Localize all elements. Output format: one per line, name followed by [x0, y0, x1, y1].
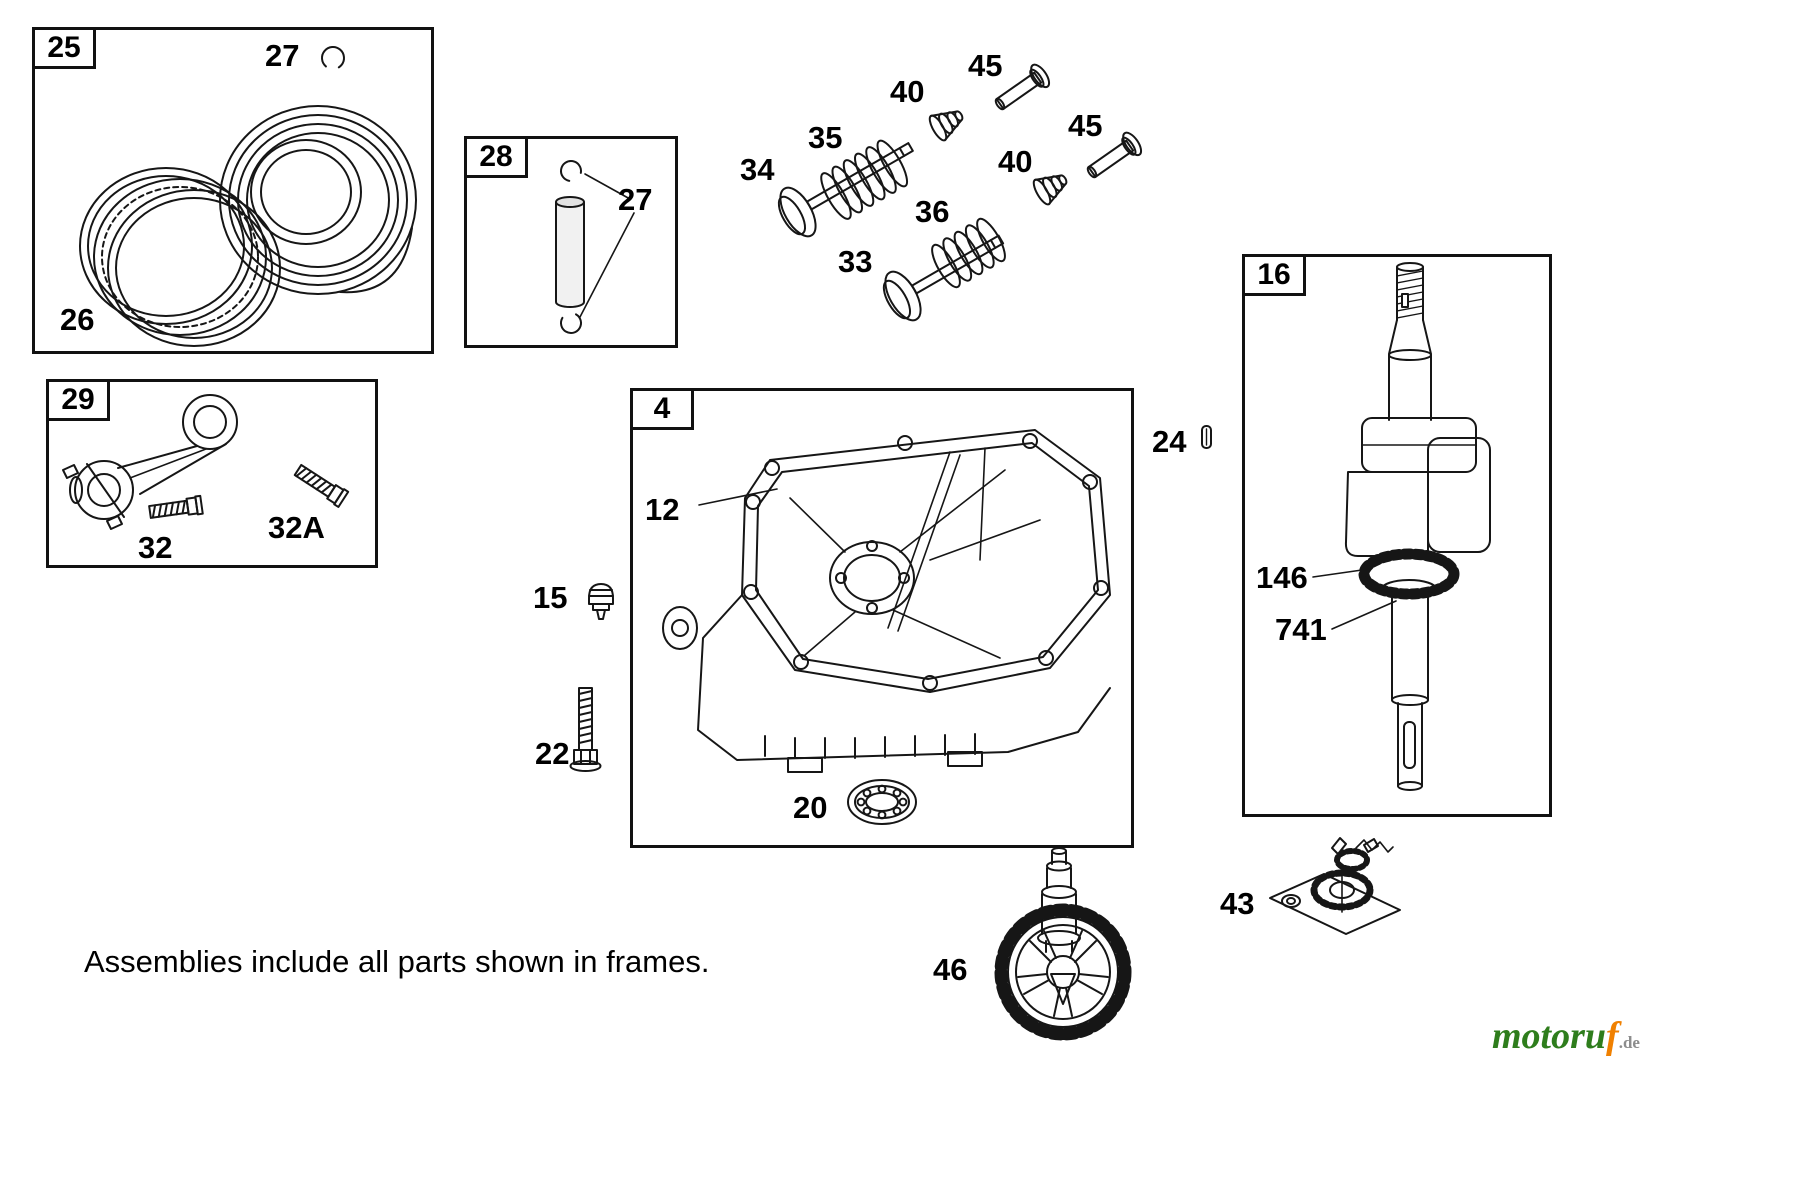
watermark: motoruf.de [1492, 1014, 1640, 1058]
part-label-22: 22 [535, 736, 570, 771]
governor-assembly-43 [1269, 837, 1401, 935]
frame-4-number-text: 4 [653, 392, 671, 425]
frame-29-number: 29 [46, 379, 110, 421]
frame-28-number-text: 28 [479, 140, 513, 173]
part-label-36: 36 [915, 194, 950, 229]
part-label-40-lower: 40 [998, 144, 1033, 179]
part-label-24: 24 [1152, 424, 1187, 459]
part-label-34: 34 [740, 152, 775, 187]
part-label-12: 12 [645, 492, 680, 527]
part-label-45-lower: 45 [1068, 108, 1103, 143]
part-label-20: 20 [793, 790, 828, 825]
frame-28-wrist-pin-assembly: 28 [464, 136, 678, 348]
watermark-tld: .de [1618, 1033, 1640, 1052]
frame-16-number-text: 16 [1257, 258, 1291, 291]
part-label-26: 26 [60, 302, 95, 337]
part-label-27-piston-clip: 27 [265, 38, 300, 73]
piston-pin-clip-icon [321, 46, 345, 70]
part-label-146: 146 [1256, 560, 1308, 595]
pin-retaining-clips [560, 160, 635, 334]
part-label-27-pin-clips: 27 [618, 182, 653, 217]
valve-spring-35 [820, 139, 909, 220]
crankshaft [1344, 262, 1491, 791]
intake-valve-34 [777, 142, 914, 238]
frame-16-number: 16 [1242, 254, 1306, 296]
frame-29-number-text: 29 [61, 383, 95, 416]
breather-valve-15 [588, 583, 614, 620]
frame-16-crankshaft-assembly: 16 [1242, 254, 1552, 817]
wrist-pin [555, 196, 585, 308]
part-label-32: 32 [138, 530, 173, 565]
watermark-brand: motoru [1492, 1015, 1607, 1057]
frame-25-number: 25 [32, 27, 96, 69]
frame-4-number: 4 [630, 388, 694, 430]
oil-seal-20 [847, 779, 917, 825]
rod-bolt-32 [148, 494, 204, 519]
part-label-46: 46 [933, 952, 968, 987]
camshaft-gear-46 [994, 847, 1132, 1041]
valve-spring-36 [931, 217, 1006, 289]
assemblies-note: Assemblies include all parts shown in fr… [84, 944, 710, 979]
watermark-brand-accent: f [1606, 1015, 1619, 1057]
drain-bolt-22 [569, 687, 602, 772]
spring-retainer-40-lower [1032, 174, 1068, 206]
frame-29-connecting-rod-assembly: 29 [46, 379, 378, 568]
frame-25-number-text: 25 [47, 31, 81, 64]
tappet-45-lower [1086, 131, 1143, 179]
part-label-32A: 32A [268, 510, 325, 545]
frame-28-number: 28 [464, 136, 528, 178]
spring-retainer-40-upper [928, 110, 964, 142]
part-label-43: 43 [1220, 886, 1255, 921]
part-label-33: 33 [838, 244, 873, 279]
rod-bolt-32A [293, 463, 350, 508]
piston [219, 105, 417, 295]
part-label-45-upper: 45 [968, 48, 1003, 83]
part-label-15: 15 [533, 580, 568, 615]
part-label-40-upper: 40 [890, 74, 925, 109]
connecting-rod [62, 394, 238, 530]
part-label-741: 741 [1275, 612, 1327, 647]
tappet-45-upper [994, 63, 1051, 111]
key-24 [1201, 425, 1212, 449]
crankcase-sump [662, 429, 1111, 773]
exhaust-valve-33 [882, 234, 1005, 322]
crankshaft-leader-lines [1312, 569, 1397, 630]
part-label-35: 35 [808, 120, 843, 155]
frame-25-piston-assembly: 25 [32, 27, 434, 354]
frame-4-sump-assembly: 4 [630, 388, 1134, 848]
